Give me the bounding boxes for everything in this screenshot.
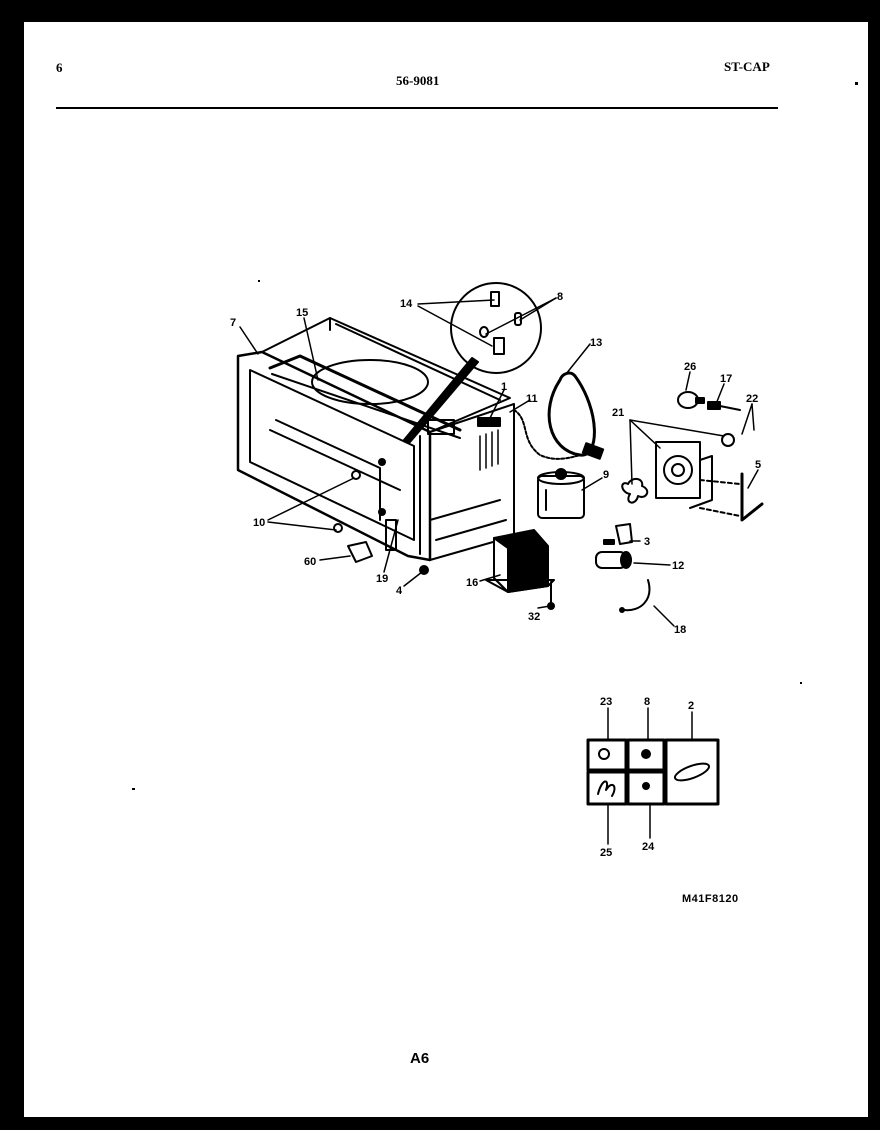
callout-11: 11 bbox=[526, 393, 538, 405]
callout-10: 10 bbox=[253, 517, 265, 529]
scan-specks bbox=[132, 82, 858, 790]
capacitor-drawing bbox=[595, 523, 633, 569]
callout-3: 3 bbox=[644, 536, 650, 548]
callout-14: 14 bbox=[400, 298, 413, 310]
callout-9: 9 bbox=[603, 469, 609, 481]
callout-16: 16 bbox=[466, 577, 478, 589]
callout-26: 26 bbox=[684, 361, 696, 373]
page-number: 6 bbox=[56, 60, 63, 75]
callout-5: 5 bbox=[755, 459, 761, 471]
inset-callout-23: 23 bbox=[600, 696, 612, 708]
cabinet-drawing bbox=[236, 317, 515, 575]
inset-callout-25: 25 bbox=[600, 847, 612, 859]
small-parts-inset bbox=[586, 707, 720, 845]
callout-21: 21 bbox=[612, 407, 624, 419]
switch-detail-inset bbox=[450, 282, 542, 374]
diagram-code: M41F8120 bbox=[682, 893, 739, 905]
callout-8: 8 bbox=[557, 291, 563, 303]
callout-22: 22 bbox=[746, 393, 758, 405]
fan-motor-drawing bbox=[621, 433, 764, 522]
callout-7: 7 bbox=[230, 317, 236, 329]
power-cord-drawing bbox=[513, 371, 605, 460]
callout-32: 32 bbox=[528, 611, 540, 623]
model-number: 56-9081 bbox=[396, 73, 440, 88]
lamp-drawing bbox=[677, 391, 741, 411]
callout-19: 19 bbox=[376, 573, 388, 585]
section-code: ST-CAP bbox=[724, 59, 770, 74]
inset-callout-24: 24 bbox=[642, 841, 655, 853]
callout-13: 13 bbox=[590, 337, 602, 349]
callout-4: 4 bbox=[396, 585, 403, 597]
leader-lines bbox=[239, 297, 759, 627]
callout-12: 12 bbox=[672, 560, 684, 572]
callout-labels: 7 15 14 8 13 1 11 26 17 22 21 5 9 10 60 … bbox=[230, 291, 761, 859]
callout-18: 18 bbox=[674, 624, 686, 636]
magnetron-drawing bbox=[537, 468, 585, 519]
callout-15: 15 bbox=[296, 307, 308, 319]
header-rule bbox=[56, 107, 778, 109]
transformer-drawing bbox=[485, 529, 555, 610]
page-code: A6 bbox=[410, 1050, 430, 1067]
diode-drawing bbox=[619, 579, 651, 613]
diagram-page bbox=[24, 22, 868, 1117]
inset-callout-2: 2 bbox=[688, 700, 694, 712]
inset-callout-8: 8 bbox=[644, 696, 650, 708]
callout-17: 17 bbox=[720, 373, 732, 385]
callout-1: 1 bbox=[501, 381, 507, 393]
callout-60: 60 bbox=[304, 556, 316, 568]
